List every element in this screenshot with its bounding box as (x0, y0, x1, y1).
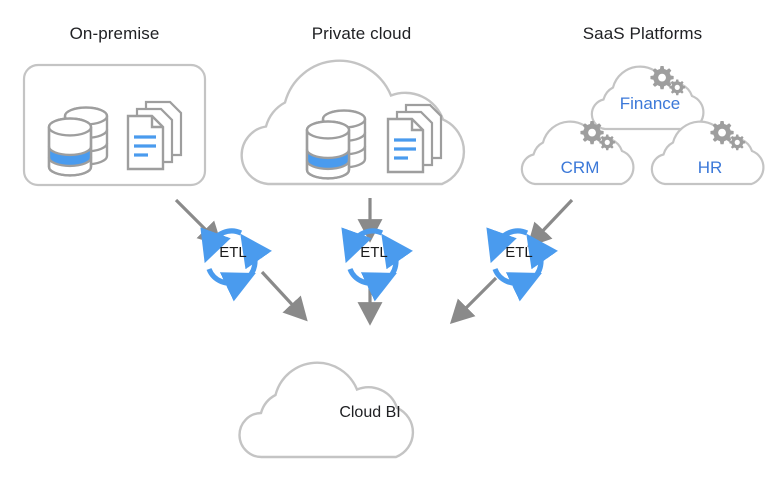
saas-platform-label-finance: Finance (619, 94, 681, 113)
etl-label-left: ETL (219, 244, 247, 261)
cloud-bi-label: Cloud BI (339, 404, 401, 421)
saas-platform-label-hr: HR (697, 158, 723, 177)
etl-label-center: ETL (360, 244, 388, 261)
documents-icon (386, 103, 443, 174)
flow-arrow-etl-to-cloud-bi-right (449, 276, 498, 325)
saas-platform-label-crm: CRM (560, 158, 600, 177)
saas-cloud-hr (650, 120, 765, 186)
flow-arrow-saas-to-etl (527, 198, 574, 248)
saas-cloud-finance (590, 65, 705, 131)
flow-arrow-on-premise-to-etl (174, 198, 223, 247)
flow-arrow-etl-to-cloud-bi-left (260, 270, 308, 322)
source-title-saas-platforms: SaaS Platforms (582, 24, 703, 43)
documents-icon (126, 100, 183, 171)
source-title-on-premise: On-premise (69, 24, 160, 43)
cloud-bi-container (238, 361, 415, 459)
etl-label-right: ETL (505, 244, 533, 261)
source-title-private-cloud: Private cloud (311, 24, 412, 43)
saas-cloud-crm (520, 120, 635, 186)
